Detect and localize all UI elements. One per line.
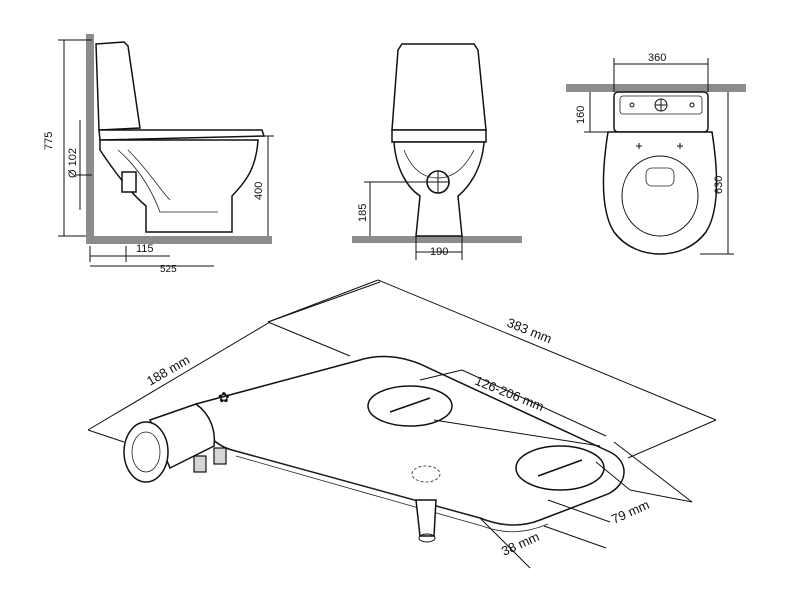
water-drop-icon: ✿ bbox=[218, 389, 230, 405]
dim-depth: 525 bbox=[160, 264, 177, 275]
dim-length: 630 bbox=[713, 176, 725, 194]
bowl-front bbox=[393, 141, 485, 237]
front-view: 185 190 bbox=[352, 43, 522, 260]
water-valve-right bbox=[213, 447, 227, 465]
wall bbox=[86, 34, 94, 244]
dim-total-height: 775 bbox=[43, 132, 55, 150]
dim-tank-depth: 160 bbox=[575, 106, 587, 124]
tank-front bbox=[391, 43, 487, 131]
bowl-top bbox=[602, 131, 718, 255]
dim-plate-width: 79 mm bbox=[609, 497, 651, 527]
dim-outlet-diameter: Ø 102 bbox=[67, 148, 79, 178]
top-view: 360 160 630 bbox=[566, 52, 746, 255]
dim-bidet-width: 188 mm bbox=[144, 352, 192, 388]
water-valve-left bbox=[193, 455, 207, 473]
mount-slot-left bbox=[367, 385, 453, 427]
bidet-attachment: ✿ 383 mm 188 mm 126-206 mm 79 mm bbox=[87, 279, 717, 569]
floor bbox=[86, 236, 272, 244]
bidet-plate bbox=[195, 355, 625, 526]
dim-outlet-height: 185 bbox=[357, 204, 369, 222]
seat-side bbox=[98, 129, 266, 141]
dim-bidet-height: 38 mm bbox=[499, 529, 541, 559]
tank-top bbox=[613, 91, 709, 133]
dim-base-width: 190 bbox=[430, 246, 448, 258]
dim-width: 360 bbox=[648, 52, 666, 64]
tank-side bbox=[95, 41, 141, 131]
floor-front bbox=[352, 236, 522, 243]
side-view: 775 Ø 102 400 115 525 bbox=[43, 34, 274, 275]
control-knob bbox=[123, 421, 169, 483]
dim-bidet-length: 383 mm bbox=[505, 315, 554, 347]
wall-top bbox=[566, 84, 746, 92]
dim-outlet-offset: 115 bbox=[136, 243, 154, 255]
nozzle bbox=[415, 499, 437, 537]
dim-seat-height: 400 bbox=[253, 182, 265, 200]
